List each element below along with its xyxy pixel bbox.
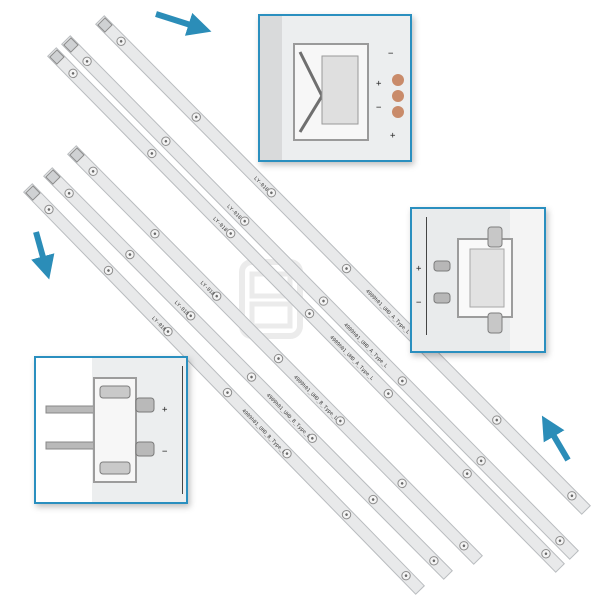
- arrow-up-icon: [541, 415, 571, 462]
- led-core: [215, 294, 219, 298]
- strip-board: [95, 15, 591, 515]
- led-core: [119, 39, 123, 43]
- led-core: [285, 452, 289, 455]
- led-core: [128, 253, 132, 256]
- strip-board: [47, 47, 565, 573]
- led-core: [400, 482, 404, 485]
- minus-sign: −: [416, 298, 422, 308]
- strip-type-label: 4909h01_UHD_A_Type_L: [364, 288, 411, 335]
- led-core: [465, 472, 469, 475]
- led-core: [495, 418, 499, 422]
- led-core: [544, 552, 548, 556]
- led-core: [345, 513, 348, 516]
- led-core: [150, 152, 154, 155]
- led-core: [47, 208, 51, 211]
- strip-connector: [45, 169, 61, 185]
- strip-board: [67, 145, 483, 565]
- led-core: [270, 191, 273, 195]
- strip-board: [43, 167, 453, 580]
- led-core: [371, 498, 375, 501]
- strip-connector: [97, 17, 113, 33]
- led-core: [404, 574, 408, 577]
- inset-right-connector: + −: [410, 207, 546, 353]
- plus-sign: +: [162, 405, 168, 415]
- strip-board: [22, 183, 426, 595]
- inset-top-connector: − + − +: [258, 14, 412, 162]
- led-core: [401, 379, 404, 383]
- led-core: [164, 139, 168, 143]
- led-core: [277, 357, 280, 360]
- led-core: [229, 232, 232, 235]
- minus-sign-2: −: [376, 103, 382, 113]
- led-strips: LY-0184909h01_UHD_A_Type_LLY-0184909h01_…: [22, 15, 591, 595]
- plus-sign-2: +: [390, 131, 396, 141]
- led-core: [250, 375, 253, 379]
- led-core: [387, 392, 390, 395]
- led-core: [91, 170, 95, 173]
- led-core: [339, 419, 342, 423]
- led-core: [311, 437, 314, 440]
- arrow-down-icon: [31, 231, 55, 280]
- strip-connector: [49, 49, 65, 65]
- led-core: [432, 559, 436, 563]
- strip-connector: [69, 147, 85, 163]
- inset-left-connector: + −: [34, 356, 188, 504]
- strip-connector: [25, 185, 41, 201]
- led-core: [243, 219, 246, 223]
- led-core: [153, 232, 157, 236]
- minus-sign: −: [162, 447, 168, 457]
- led-core: [226, 391, 229, 394]
- strip-type-label: 4909h01_UHD_B_Type_L: [292, 374, 339, 421]
- led-core: [194, 115, 198, 119]
- led-core: [345, 267, 348, 270]
- led-core: [67, 191, 71, 195]
- led-core: [479, 459, 483, 463]
- led-core: [107, 269, 110, 272]
- led-core: [189, 314, 193, 318]
- strip-connector: [63, 37, 79, 53]
- strip-board: [61, 35, 579, 560]
- minus-sign: −: [388, 49, 394, 59]
- led-core: [85, 60, 89, 63]
- led-core: [462, 544, 466, 548]
- led-core: [558, 539, 562, 543]
- led-core: [322, 299, 325, 303]
- led-core: [570, 494, 574, 498]
- strip-type-label: 4909h01_UHD_B_Type_L: [240, 408, 286, 455]
- plus-sign: +: [376, 79, 382, 89]
- plus-sign: +: [416, 264, 422, 274]
- led-core: [308, 312, 311, 315]
- led-core: [71, 72, 75, 75]
- arrow-right-icon: [155, 11, 212, 36]
- led-core: [166, 330, 170, 333]
